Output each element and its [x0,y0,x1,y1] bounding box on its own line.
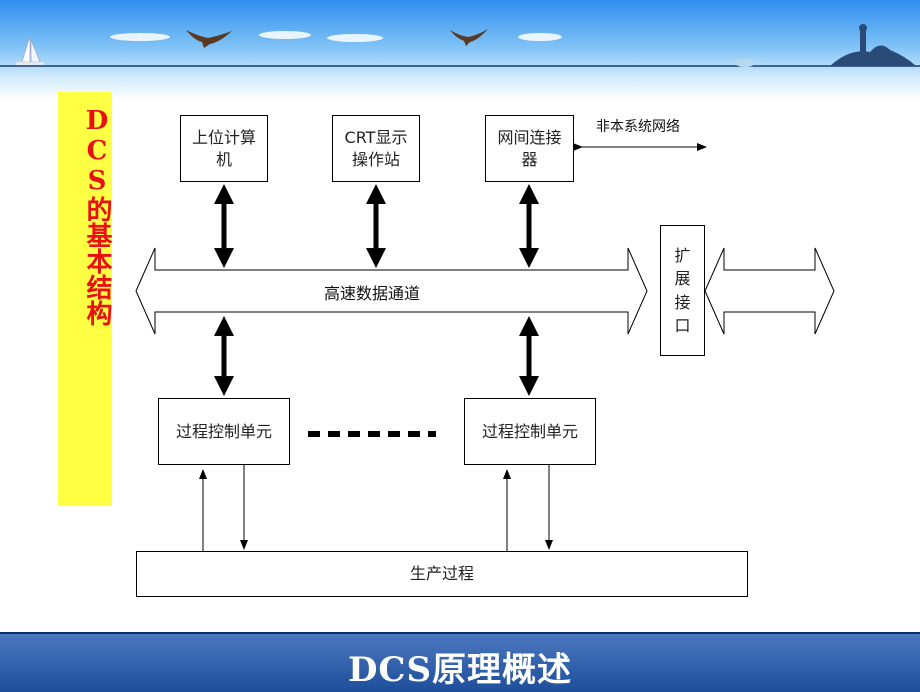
slide-title: DCS原理概述 [347,650,573,690]
bus-connector-crt-station [366,184,386,268]
rock-island-icon [735,24,916,67]
cloud-icon [327,34,383,42]
production-process-node: 生产过程 [136,551,748,597]
process-control-unit-1: 过程控制单元 [158,398,290,465]
crt-station-node: CRT显示 操作站 [332,115,420,182]
bus-connector-upper-computer [214,184,234,268]
cloud-icon [518,33,562,41]
header-banner [0,0,920,100]
footer-banner: DCS原理概述 [0,632,920,692]
gateway-node: 网间连接 器 [485,115,574,182]
external-network-label: 非本系统网络 [596,119,680,135]
bus-connector-gateway [519,184,539,268]
header-scene [0,24,920,67]
bus-connector-control-unit-2 [519,316,539,396]
cloud-icon [259,31,311,39]
bus-connector-control-unit-1 [214,316,234,396]
sailboat-icon [16,35,44,65]
expansion-interface-node: 扩 展 接 口 [660,225,705,356]
side-title: DCS的基本结构 [82,106,112,326]
bird-icon [450,29,488,46]
data-highway-band [135,247,648,335]
data-highway-label: 高速数据通道 [324,284,421,303]
expansion-arrow-band [704,247,835,335]
bird-icon [186,30,232,48]
cloud-icon [110,33,170,41]
process-control-unit-2: 过程控制单元 [464,398,596,465]
side-banner: DCS的基本结构 [58,92,112,506]
upper-computer-node: 上位计算 机 [180,115,268,182]
